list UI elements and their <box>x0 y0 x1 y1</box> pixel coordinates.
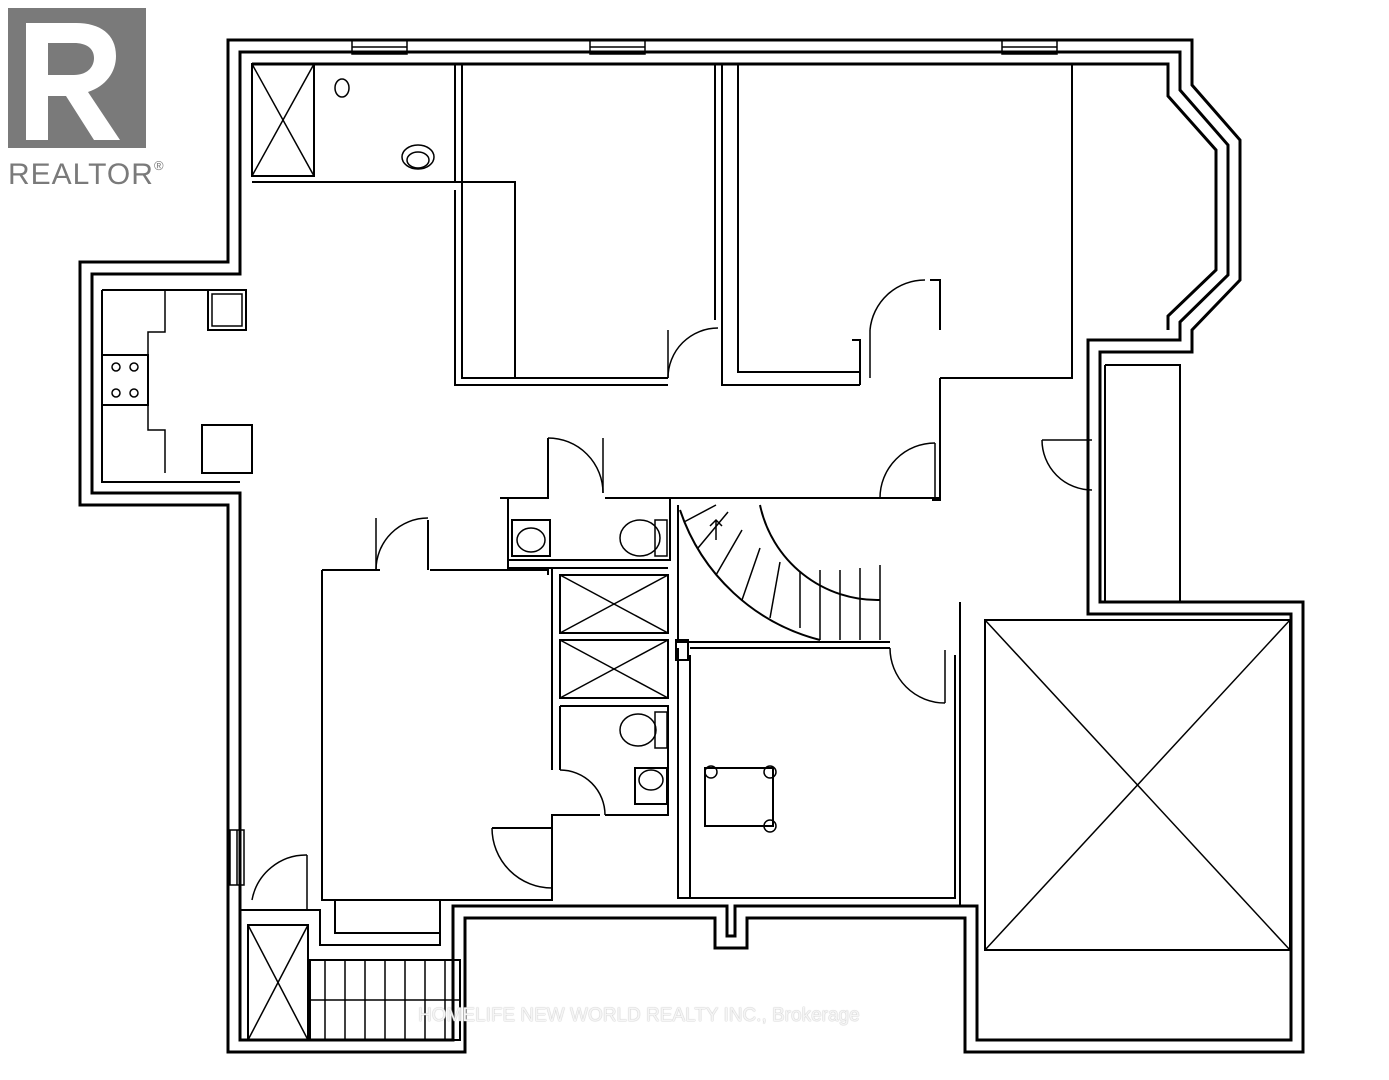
realtor-logo: REALTOR® <box>8 8 164 191</box>
exterior-wall <box>78 38 1305 1054</box>
closets <box>559 574 669 699</box>
realtor-logo-mark <box>8 8 146 148</box>
bedroom-2 <box>721 64 1073 501</box>
staircase-curved <box>670 442 940 643</box>
windows <box>229 39 1058 886</box>
open-to-above <box>959 602 1291 951</box>
realtor-logo-text: REALTOR® <box>8 158 165 191</box>
recreation-room <box>675 639 956 899</box>
brokerage-watermark: HOMELIFE NEW WORLD REALTY INC., Brokerag… <box>418 1005 860 1026</box>
bathroom-2 <box>551 568 669 816</box>
entrance-stairs <box>240 854 461 1041</box>
central-bathroom <box>500 437 671 569</box>
kitchen <box>101 289 253 483</box>
bedroom-1 <box>454 64 723 386</box>
bedroom-3 <box>321 517 600 901</box>
washroom-top-left <box>251 63 516 378</box>
hall-closet <box>1041 364 1181 602</box>
